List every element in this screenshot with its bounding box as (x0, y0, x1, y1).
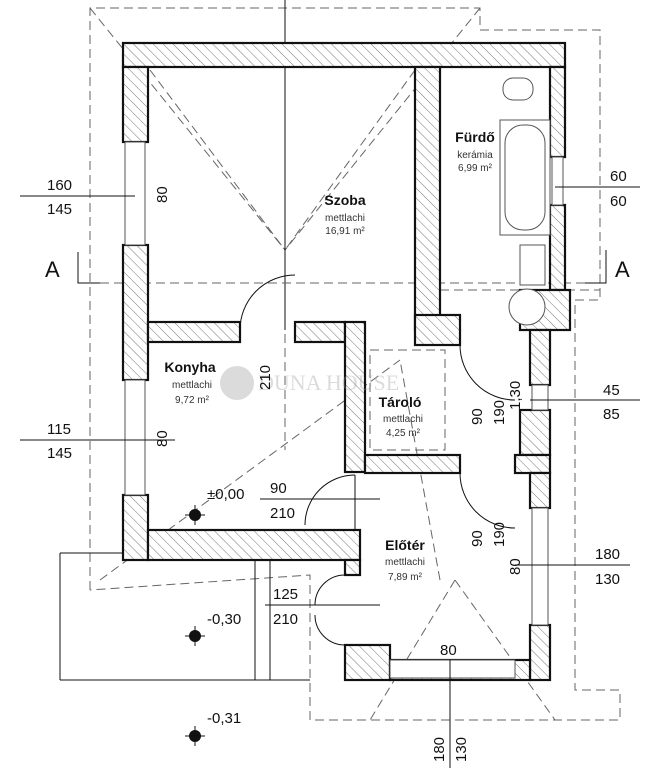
svg-text:180: 180 (595, 546, 620, 563)
svg-text:Konyha: Konyha (164, 359, 216, 375)
svg-text:210: 210 (270, 505, 295, 522)
svg-text:mettlachi: mettlachi (172, 380, 212, 391)
level-label: -0,30 (207, 611, 241, 628)
level-marker-icon (185, 726, 205, 746)
room-konyha: Konyha mettlachi 9,72 m² (164, 359, 216, 406)
svg-text:210: 210 (257, 365, 274, 390)
watermark: DUNA HOUSE (220, 366, 399, 400)
svg-text:90: 90 (469, 530, 486, 547)
svg-text:180: 180 (431, 737, 448, 762)
svg-text:160: 160 (47, 177, 72, 194)
svg-text:mettlachi: mettlachi (325, 213, 365, 224)
level-marker-icon (185, 626, 205, 646)
svg-text:130: 130 (595, 571, 620, 588)
room-name: Szoba (324, 192, 365, 208)
svg-text:Tároló: Tároló (379, 394, 422, 410)
svg-text:130: 130 (453, 737, 470, 762)
svg-text:Fürdő: Fürdő (455, 129, 495, 145)
svg-text:125: 125 (273, 586, 298, 603)
svg-text:16,91 m²: 16,91 m² (325, 226, 365, 237)
room-furdo: Fürdő kerámia 6,99 m² (455, 129, 495, 174)
svg-text:mettlachi: mettlachi (383, 414, 423, 425)
svg-text:6,99 m²: 6,99 m² (458, 163, 493, 174)
svg-text:4,25 m²: 4,25 m² (386, 428, 421, 439)
svg-text:kerámia: kerámia (457, 150, 493, 161)
svg-text:210: 210 (273, 611, 298, 628)
section-label-right: A (615, 257, 630, 282)
svg-text:190: 190 (491, 522, 508, 547)
svg-text:145: 145 (47, 445, 72, 462)
svg-text:1,30: 1,30 (507, 381, 524, 410)
doors (239, 274, 516, 646)
level-label: ±0,00 (207, 486, 244, 503)
svg-text:60: 60 (610, 193, 627, 210)
level-label: -0,31 (207, 710, 241, 727)
level-marker-icon (185, 505, 205, 525)
svg-text:85: 85 (603, 406, 620, 423)
room-szoba: Szoba mettlachi 16,91 m² (324, 192, 365, 237)
svg-text:145: 145 (47, 201, 72, 218)
svg-text:Előtér: Előtér (385, 537, 425, 553)
svg-text:DUNA HOUSE: DUNA HOUSE (258, 370, 399, 395)
dimension-lines (20, 186, 640, 768)
room-tarolo: Tároló mettlachi 4,25 m² (379, 394, 423, 439)
svg-text:80: 80 (154, 186, 171, 203)
section-label-left: A (45, 257, 60, 282)
svg-text:mettlachi: mettlachi (385, 557, 425, 568)
svg-text:60: 60 (610, 168, 627, 185)
bathroom-fixtures (369, 77, 551, 451)
svg-text:9,72 m²: 9,72 m² (175, 395, 210, 406)
svg-text:90: 90 (469, 408, 486, 425)
svg-text:80: 80 (440, 642, 457, 659)
svg-text:45: 45 (603, 382, 620, 399)
svg-text:90: 90 (270, 480, 287, 497)
svg-text:80: 80 (507, 558, 524, 575)
dimension-labels: 160 145 115 145 60 60 45 85 180 130 90 2… (47, 168, 627, 762)
level-markers (185, 505, 205, 746)
svg-text:80: 80 (154, 430, 171, 447)
svg-text:7,89 m²: 7,89 m² (388, 572, 423, 583)
svg-text:115: 115 (47, 421, 71, 438)
room-eloter: Előtér mettlachi 7,89 m² (385, 537, 425, 583)
svg-text:190: 190 (491, 400, 508, 425)
windows (124, 141, 564, 679)
